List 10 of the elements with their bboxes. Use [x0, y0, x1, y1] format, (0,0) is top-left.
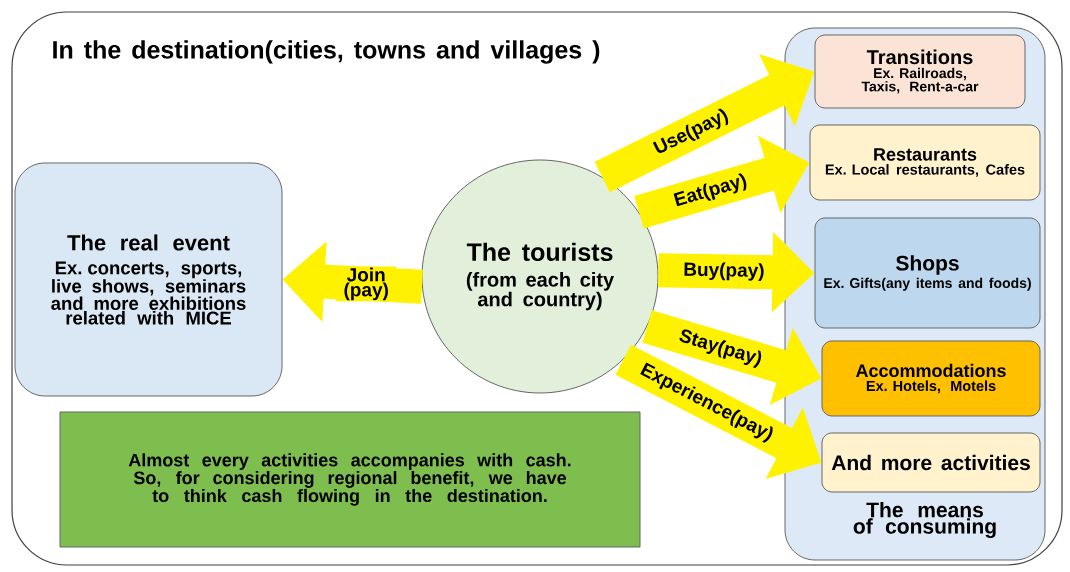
event-box: The real event Ex. concerts, sports, live shows, seminars and more exhibitions related with MICE — [14, 162, 283, 397]
edge-label: Buy(pay) — [682, 260, 766, 282]
edge-label: Join (pay) — [336, 266, 397, 302]
note-box: Almost every activities accompanies with cash. So, for considering regional benefit, we have to think cash flowing in the destination. — [59, 411, 641, 548]
category-box: Accommodations Ex. Hotels, Motels — [821, 340, 1041, 417]
category-box: Transitions Ex. Railroads, Taxis, Rent-a-car — [814, 34, 1026, 109]
category-box: Shops Ex. Gifts(any items and foods) — [814, 217, 1041, 329]
frame-heading: In the destination(cities, towns and villages ) — [53, 40, 600, 64]
category-box: And more activities — [821, 432, 1041, 493]
category-box: Restaurants Ex. Local restaurants, Cafes — [809, 124, 1041, 201]
